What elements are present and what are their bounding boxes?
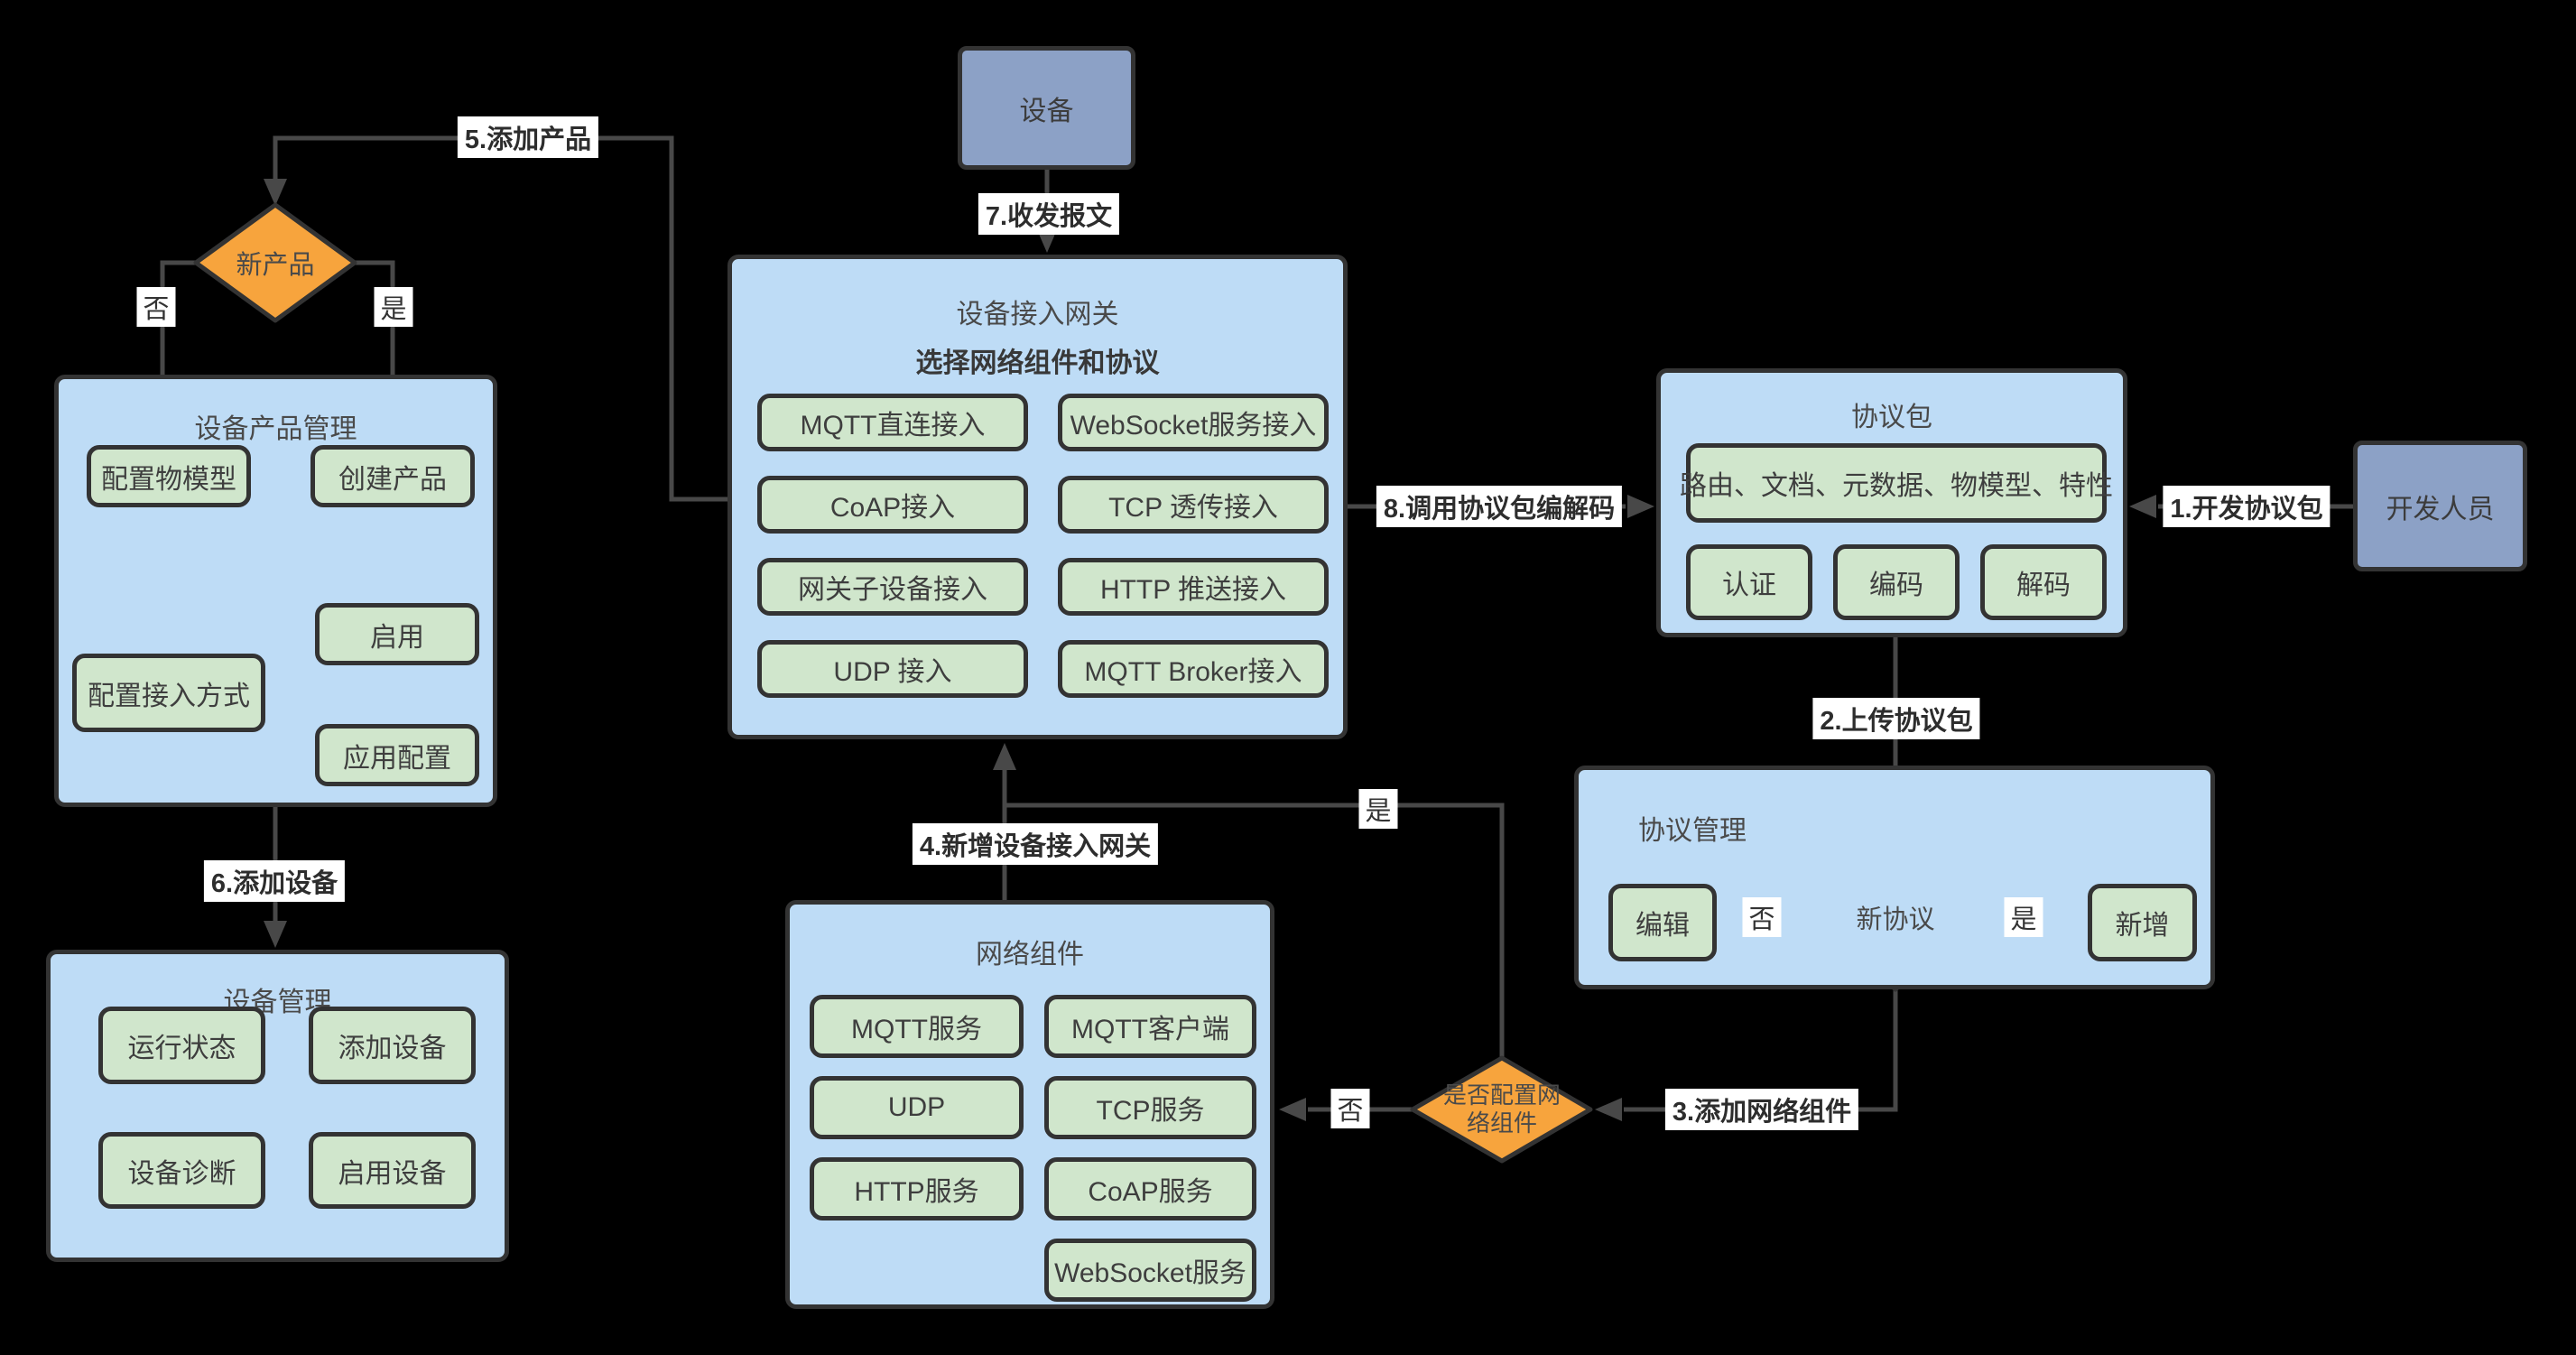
button-auth[interactable]: 认证 xyxy=(1686,544,1812,620)
wire-gateway-to-newproduct xyxy=(273,135,727,502)
button-mqtt-client[interactable]: MQTT客户端 xyxy=(1044,995,1256,1058)
label-step1-develop-protocol: 1.开发协议包 xyxy=(2163,486,2330,527)
protocol-package-box[interactable]: 协议包 路由、文档、元数据、物模型、特性 认证 编码 解码 xyxy=(1656,368,2127,637)
device-box-label: 设备 xyxy=(1019,96,1074,126)
button-mqtt-direct-access[interactable]: MQTT直连接入 xyxy=(757,394,1028,451)
wire-newproduct-yes xyxy=(355,260,395,413)
label-newprotocol-no: 否 xyxy=(1742,897,1782,937)
config-check-diamond-label: 是否配置网 络组件 xyxy=(1443,1081,1561,1137)
gateway-box[interactable]: 设备接入网关 选择网络组件和协议 MQTT直连接入 WebSocket服务接入 … xyxy=(727,255,1348,739)
button-tcp-service[interactable]: TCP服务 xyxy=(1044,1076,1256,1139)
network-components-box[interactable]: 网络组件 MQTT服务 MQTT客户端 UDP TCP服务 HTTP服务 CoA… xyxy=(785,900,1274,1309)
button-running-status[interactable]: 运行状态 xyxy=(98,1007,265,1084)
config-check-line2: 络组件 xyxy=(1466,1109,1538,1137)
product-mgmt-box[interactable]: 设备产品管理 配置物模型 创建产品 启用 配置接入方式 应用配置 xyxy=(54,375,497,807)
device-box[interactable]: 设备 xyxy=(958,46,1135,170)
button-route-doc-metadata[interactable]: 路由、文档、元数据、物模型、特性 xyxy=(1680,443,2113,523)
new-product-diamond-label: 新产品 xyxy=(236,251,315,280)
label-configcheck-no: 否 xyxy=(1330,1089,1370,1128)
developer-box[interactable]: 开发人员 xyxy=(2353,441,2527,571)
button-coap-service[interactable]: CoAP服务 xyxy=(1044,1157,1256,1220)
button-enable[interactable]: 启用 xyxy=(315,603,479,665)
arrowhead-left-configcheck xyxy=(1595,1098,1622,1121)
label-step8-call-protocol-codec: 8.调用协议包编解码 xyxy=(1376,486,1623,527)
wire-configcheck-yes-junction xyxy=(1005,803,1505,1058)
button-mqtt-broker-access[interactable]: MQTT Broker接入 xyxy=(1058,640,1329,698)
button-udp[interactable]: UDP xyxy=(810,1076,1024,1139)
developer-box-label: 开发人员 xyxy=(2386,494,2495,524)
gateway-title: 设备接入网关 xyxy=(956,300,1119,329)
button-websocket-access[interactable]: WebSocket服务接入 xyxy=(1058,394,1329,451)
label-newproduct-yes: 是 xyxy=(374,287,413,327)
button-app-config[interactable]: 应用配置 xyxy=(315,724,479,786)
protocol-mgmt-title: 协议管理 xyxy=(1638,816,1747,846)
button-tcp-passthrough-access[interactable]: TCP 透传接入 xyxy=(1058,476,1329,534)
arrowhead-up-gateway xyxy=(993,743,1016,770)
arrowhead-left-network xyxy=(1279,1098,1306,1121)
button-edit-protocol[interactable]: 编辑 xyxy=(1608,884,1717,961)
arrowhead-down-devicemgmt xyxy=(264,921,287,948)
button-create-product[interactable]: 创建产品 xyxy=(310,445,475,507)
button-device-diagnosis[interactable]: 设备诊断 xyxy=(98,1132,265,1209)
button-config-thing-model[interactable]: 配置物模型 xyxy=(87,445,251,507)
arrowhead-down-newproduct xyxy=(264,179,287,206)
product-mgmt-title: 设备产品管理 xyxy=(194,414,357,444)
device-mgmt-box[interactable]: 设备管理 运行状态 添加设备 设备诊断 启用设备 xyxy=(46,950,509,1262)
button-gateway-subdevice-access[interactable]: 网关子设备接入 xyxy=(757,558,1028,616)
button-http-push-access[interactable]: HTTP 推送接入 xyxy=(1058,558,1329,616)
network-components-title: 网络组件 xyxy=(976,940,1084,970)
label-configcheck-yes: 是 xyxy=(1358,789,1398,829)
label-step2-upload-protocol: 2.上传协议包 xyxy=(1812,698,1980,739)
label-step4-add-gateway: 4.新增设备接入网关 xyxy=(912,823,1159,865)
config-check-diamond[interactable] xyxy=(1410,1055,1593,1164)
button-enable-device[interactable]: 启用设备 xyxy=(309,1132,476,1209)
config-check-line1: 是否配置网 xyxy=(1442,1081,1561,1109)
label-step3-add-network-component: 3.添加网络组件 xyxy=(1664,1089,1859,1130)
gateway-subtitle: 选择网络组件和协议 xyxy=(915,348,1160,378)
button-mqtt-service[interactable]: MQTT服务 xyxy=(810,995,1024,1058)
button-add-device[interactable]: 添加设备 xyxy=(309,1007,476,1084)
arrowhead-right-protocolpkg xyxy=(1627,495,1654,518)
button-websocket-service[interactable]: WebSocket服务 xyxy=(1044,1239,1256,1302)
wire-newproduct-no xyxy=(160,260,196,413)
button-config-access-mode[interactable]: 配置接入方式 xyxy=(72,654,265,732)
button-encode[interactable]: 编码 xyxy=(1833,544,1960,620)
label-step5-add-product: 5.添加产品 xyxy=(457,116,599,158)
label-newprotocol-yes: 是 xyxy=(2004,897,2043,937)
protocol-package-title: 协议包 xyxy=(1851,403,1932,432)
button-coap-access[interactable]: CoAP接入 xyxy=(757,476,1028,534)
label-step7-send-receive: 7.收发报文 xyxy=(978,193,1120,235)
protocol-mgmt-box[interactable]: 协议管理 编辑 新增 xyxy=(1574,766,2215,989)
new-protocol-diamond-label: 新协议 xyxy=(1856,905,1935,934)
button-decode[interactable]: 解码 xyxy=(1980,544,2107,620)
new-product-diamond[interactable] xyxy=(193,202,357,323)
label-step6-add-device: 6.添加设备 xyxy=(203,860,346,902)
button-udp-access[interactable]: UDP 接入 xyxy=(757,640,1028,698)
label-newproduct-no: 否 xyxy=(136,287,176,327)
button-http-service[interactable]: HTTP服务 xyxy=(810,1157,1024,1220)
arrowhead-left-protocolpkg xyxy=(2129,495,2156,518)
button-add-protocol[interactable]: 新增 xyxy=(2088,884,2197,961)
